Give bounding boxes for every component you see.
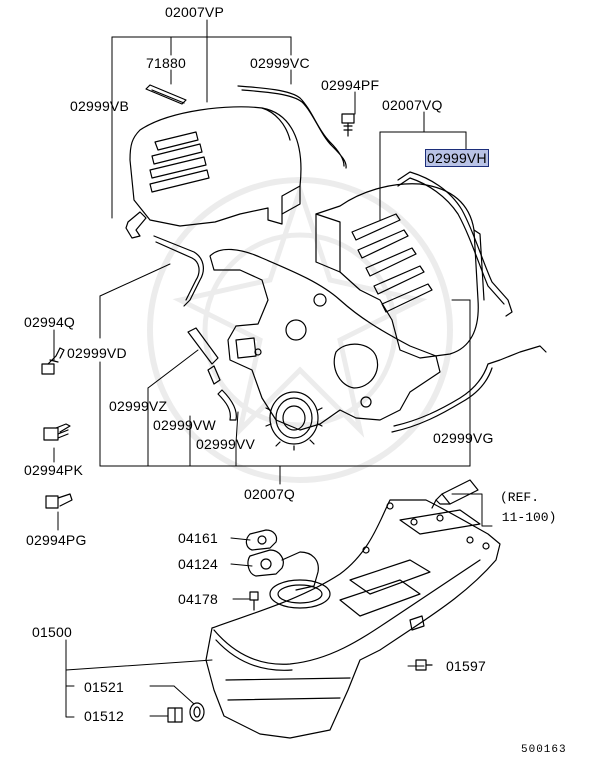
label-02007VQ[interactable]: 02007VQ [382, 97, 443, 113]
part-71880-strip [145, 84, 187, 105]
label-02999VG[interactable]: 02999VG [433, 430, 494, 446]
part-02999VG-seal [391, 345, 547, 433]
diagram-code: 500163 [521, 744, 567, 756]
part-04161-gasket [245, 529, 278, 551]
label-04178[interactable]: 04178 [178, 591, 218, 607]
part-02999VB-seal [125, 211, 147, 239]
leader-lines [53, 19, 493, 718]
part-02994PG-bolt [45, 493, 73, 509]
part-01597-bolt [415, 659, 433, 671]
label-01597[interactable]: 01597 [446, 658, 486, 674]
label-02994Q[interactable]: 02994Q [24, 314, 76, 330]
label-01521[interactable]: 01521 [84, 679, 124, 695]
oil-pan [205, 499, 501, 739]
label-02994PF[interactable]: 02994PF [321, 77, 380, 93]
label-02999VW[interactable]: 02999VW [153, 417, 216, 433]
part-04124-strainer [247, 549, 331, 609]
part-02994PK-bolt [43, 423, 71, 441]
timing-rear-plate [209, 248, 441, 431]
part-02994Q-bolt [41, 347, 65, 375]
label-02007VP[interactable]: 02007VP [165, 4, 225, 20]
label-02999VB[interactable]: 02999VB [70, 98, 130, 114]
part-02999VH-seal [397, 171, 513, 317]
label-71880[interactable]: 71880 [146, 55, 186, 71]
part-01512-drain-plug [167, 707, 183, 723]
part-02999VC-seal [237, 85, 347, 169]
label-02999VH-highlighted[interactable]: 02999VH [425, 149, 489, 167]
label-02999VV[interactable]: 02999VV [196, 436, 256, 452]
part-04178-bolt [249, 591, 259, 611]
part-01521-gasket [189, 702, 205, 722]
part-02994PF-bolt [341, 113, 355, 137]
label-02994PG[interactable]: 02994PG [26, 532, 87, 548]
label-02999VC[interactable]: 02999VC [250, 55, 310, 71]
label-02994PK[interactable]: 02994PK [24, 462, 84, 478]
label-02999VZ[interactable]: 02999VZ [109, 398, 168, 414]
label-01512[interactable]: 01512 [84, 708, 124, 724]
label-02999VD[interactable]: 02999VD [67, 345, 127, 361]
crank-seal-ring [265, 391, 323, 451]
middle-timing-cover [315, 183, 485, 359]
small-seals [187, 327, 237, 421]
part-02999VD-seal [153, 235, 204, 307]
reference-note-line2[interactable]: 11-100) [494, 510, 557, 525]
reference-note-line1[interactable]: (REF. [500, 490, 540, 505]
label-04161[interactable]: 04161 [178, 530, 218, 546]
sealant-tube [431, 479, 479, 509]
upper-timing-cover [129, 106, 302, 227]
label-02007Q[interactable]: 02007Q [244, 486, 296, 502]
label-01500[interactable]: 01500 [32, 624, 72, 640]
label-04124[interactable]: 04124 [178, 556, 218, 572]
